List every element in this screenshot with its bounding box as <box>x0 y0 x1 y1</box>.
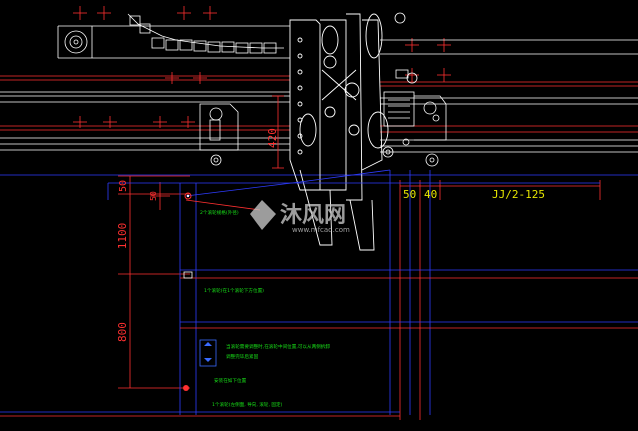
note-mid: 1个滚轮(在1个滚轮下方位置) <box>204 287 264 294</box>
roller-icon <box>183 271 193 279</box>
note-top: 2个滚轮规格(外径) <box>200 209 239 216</box>
dim-jj: JJ/2-125 <box>492 188 545 201</box>
dim-40-right: 40 <box>424 188 437 201</box>
note-big-line-1: 当滚轮需要调整时,在滚轮中间位置,可以从两侧拆卸 <box>226 343 330 350</box>
note-bottom: 1个滚轮(左侧面, 导向, 滚轮, 固定) <box>212 401 283 408</box>
chain-conveyor <box>57 13 290 59</box>
watermark: 沐风网 www.mfcad.com <box>250 200 350 234</box>
sprocket-icon <box>64 30 88 54</box>
warning-symbol-icon <box>199 339 217 367</box>
center-marks-top <box>73 6 451 128</box>
dim-50-right: 50 <box>403 188 416 201</box>
dim-420: 420 <box>266 128 279 148</box>
dimension-lines <box>0 95 638 420</box>
watermark-url: www.mfcad.com <box>292 226 350 234</box>
dim-800: 800 <box>116 322 129 342</box>
support-bracket-right <box>382 12 447 167</box>
dim-1100: 1100 <box>116 223 129 250</box>
roller-markers <box>183 192 217 391</box>
roller-icon <box>183 385 189 391</box>
rails <box>0 39 638 176</box>
watermark-brand: 沐风网 <box>280 203 346 228</box>
dim-50-inner: 50 <box>149 191 158 201</box>
roller-icon <box>184 192 192 200</box>
central-plates <box>289 13 389 251</box>
support-bracket-left <box>199 103 239 166</box>
dim-50-left: 50 <box>118 180 129 192</box>
note-small: 安装在如下位置 <box>214 377 247 384</box>
brand-logo-icon <box>250 200 276 230</box>
note-big-line-2: 调整完毕后紧固 <box>226 353 259 360</box>
